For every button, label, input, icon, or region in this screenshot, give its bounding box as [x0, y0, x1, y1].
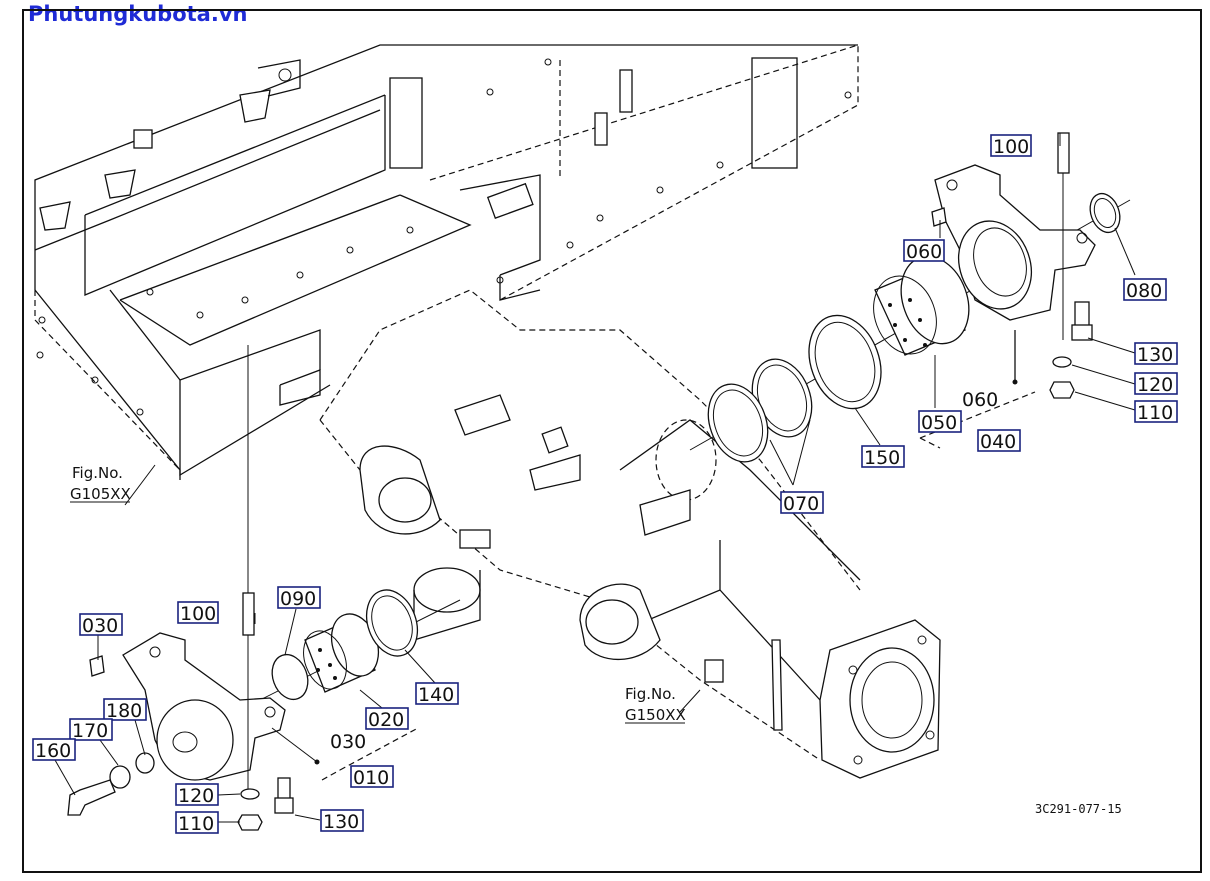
drawing-code: 3C291-077-15 [1035, 802, 1122, 816]
svg-text:030: 030 [330, 731, 366, 753]
svg-text:110: 110 [178, 813, 214, 835]
part-label-060-assembly[interactable]: 060 [962, 389, 998, 411]
svg-text:030: 030 [82, 615, 118, 637]
svg-text:110: 110 [1137, 402, 1173, 424]
part-label-020[interactable]: 020 [365, 707, 409, 731]
svg-text:060: 060 [962, 389, 998, 411]
part-label-030-assembly[interactable]: 030 [330, 731, 366, 753]
svg-text:060: 060 [906, 241, 942, 263]
svg-text:100: 100 [993, 136, 1029, 158]
frame-assembly [34, 44, 859, 480]
right-support-parts [689, 132, 1131, 463]
svg-text:100: 100 [180, 603, 216, 625]
diagram-frame [22, 9, 1202, 873]
svg-text:180: 180 [106, 700, 142, 722]
svg-text:080: 080 [1126, 280, 1162, 302]
part-label-170[interactable]: 170 [69, 718, 113, 742]
svg-text:170: 170 [72, 720, 108, 742]
svg-text:130: 130 [1137, 344, 1173, 366]
svg-text:120: 120 [1137, 374, 1173, 396]
part-label-130-bottom[interactable]: 130 [320, 809, 364, 833]
part-label-100-bottom[interactable]: 100 [177, 601, 219, 625]
svg-text:160: 160 [35, 740, 71, 762]
svg-text:010: 010 [353, 767, 389, 789]
part-label-160[interactable]: 160 [32, 738, 76, 762]
svg-text:120: 120 [178, 785, 214, 807]
part-label-110-bottom[interactable]: 110 [175, 811, 219, 835]
part-label-080[interactable]: 080 [1123, 278, 1167, 302]
svg-text:050: 050 [921, 412, 957, 434]
part-label-110-top[interactable]: 110 [1134, 400, 1178, 424]
part-label-050[interactable]: 050 [918, 410, 962, 434]
site-title[interactable]: Phutungkubota.vn [28, 2, 248, 26]
svg-text:090: 090 [280, 588, 316, 610]
left-support-parts [67, 345, 461, 831]
svg-text:070: 070 [783, 493, 819, 515]
part-label-140[interactable]: 140 [415, 682, 459, 706]
part-label-180[interactable]: 180 [103, 698, 147, 722]
part-label-090[interactable]: 090 [277, 586, 321, 610]
part-label-150[interactable]: 150 [861, 445, 905, 469]
part-label-040[interactable]: 040 [977, 429, 1021, 453]
part-label-130-top[interactable]: 130 [1134, 342, 1178, 366]
figure-ref-code: G105XX [70, 485, 131, 503]
axle-housing [319, 289, 941, 779]
figure-ref-code: G150XX [625, 706, 686, 724]
figure-ref-g150: Fig.No. G150XX [625, 685, 686, 724]
svg-text:130: 130 [323, 811, 359, 833]
part-label-070[interactable]: 070 [780, 491, 824, 515]
part-label-010[interactable]: 010 [350, 765, 394, 789]
figure-ref-g105: Fig.No. G105XX [70, 464, 131, 503]
part-label-100-top[interactable]: 100 [990, 134, 1032, 158]
svg-text:140: 140 [418, 684, 454, 706]
svg-text:020: 020 [368, 709, 404, 731]
figure-ref-prefix: Fig.No. [625, 685, 676, 703]
svg-text:150: 150 [864, 447, 900, 469]
figure-ref-prefix: Fig.No. [72, 464, 123, 482]
part-label-060-top[interactable]: 060 [903, 239, 945, 263]
part-labels: 100 060 080 130 120 110 060 050 040 150 … [32, 134, 1178, 835]
svg-text:040: 040 [980, 431, 1016, 453]
part-label-120-bottom[interactable]: 120 [175, 783, 219, 807]
part-label-030-top[interactable]: 030 [79, 613, 123, 637]
part-label-120-top[interactable]: 120 [1134, 372, 1178, 396]
